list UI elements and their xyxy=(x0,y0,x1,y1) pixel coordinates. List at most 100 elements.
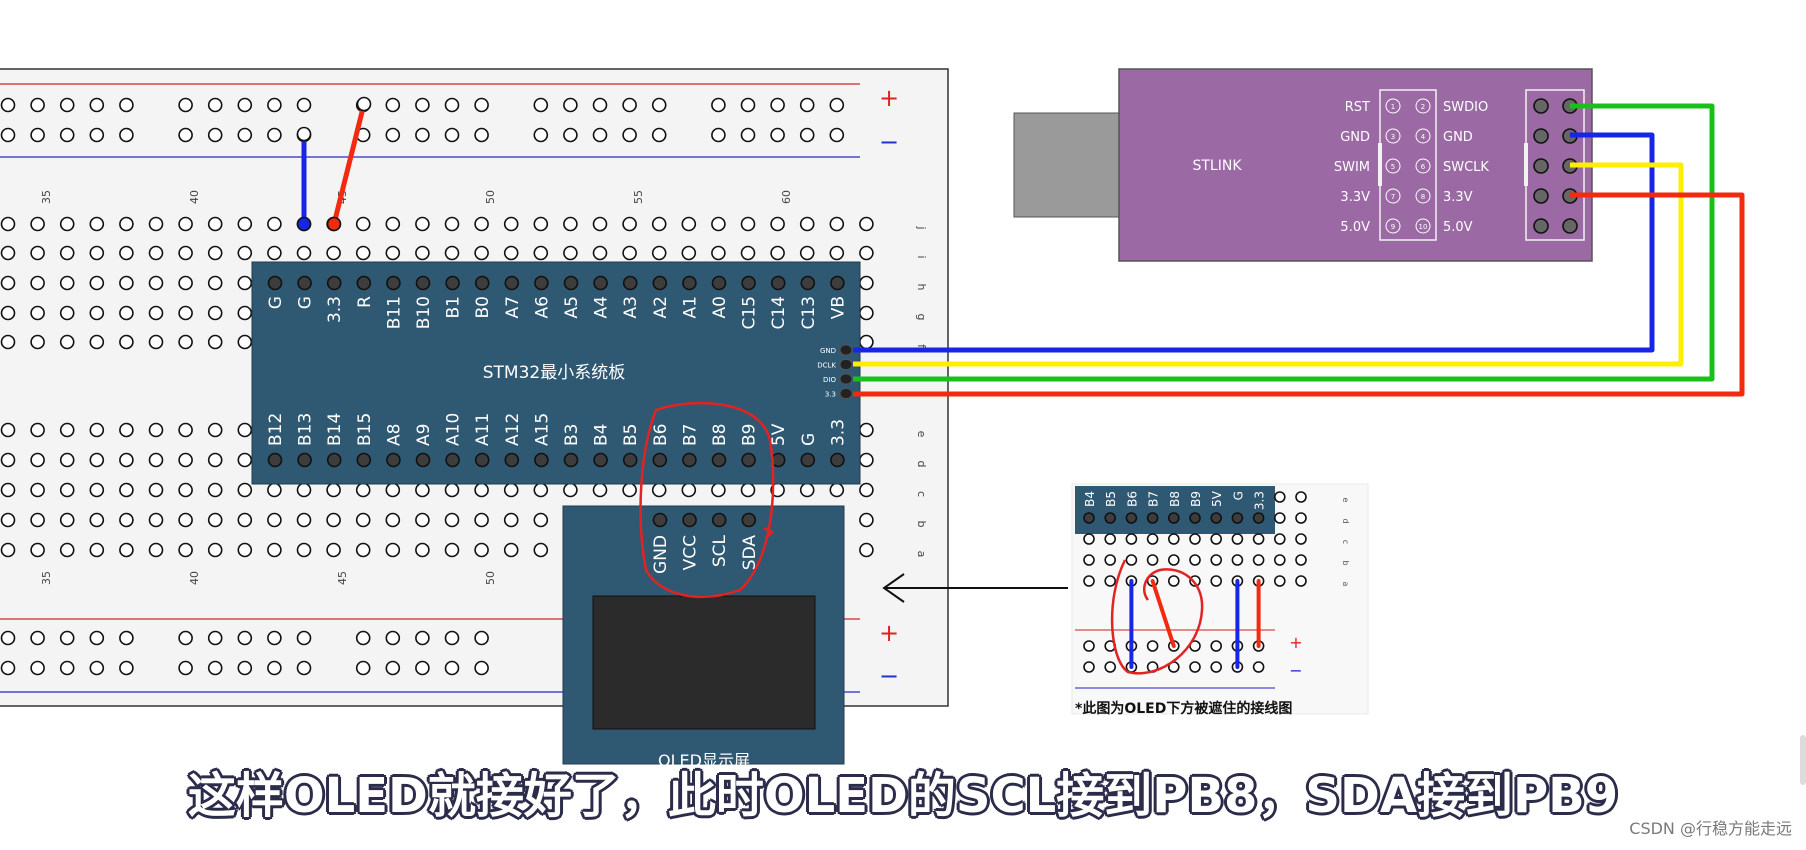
grid-hole xyxy=(444,512,460,528)
stlink-pin-number: 6 xyxy=(1421,163,1426,171)
gnd-swd-wire xyxy=(853,132,1655,353)
rail-hole xyxy=(385,630,401,646)
stlink-left-pin-label: 5.0V xyxy=(1340,220,1370,235)
inset-hole xyxy=(1295,575,1307,587)
stlink-header-pin xyxy=(1533,98,1549,114)
grid-hole xyxy=(148,275,164,291)
grid-hole xyxy=(30,512,45,528)
grid-hole xyxy=(178,542,193,558)
stm32-board-body xyxy=(251,261,861,485)
stm32-bottom-pin-hole xyxy=(741,452,756,468)
grid-hole xyxy=(89,216,105,232)
grid-hole xyxy=(474,482,489,498)
grid-hole xyxy=(0,275,16,291)
stlink-pin-number: 8 xyxy=(1421,193,1425,201)
grid-hole xyxy=(30,334,45,350)
inset-hole xyxy=(1210,554,1222,566)
grid-hole xyxy=(0,482,16,498)
column-number-label: 50 xyxy=(484,571,497,585)
inset-hole xyxy=(1295,554,1307,566)
bottom-minus-label: − xyxy=(879,662,899,690)
stm32-top-pin-label: G xyxy=(266,296,286,309)
grid-hole xyxy=(859,422,874,438)
stlink-header-pin xyxy=(1533,158,1549,174)
grid-hole xyxy=(859,482,874,498)
inset-hole xyxy=(1189,554,1201,566)
grid-hole xyxy=(829,245,845,261)
rail-hole xyxy=(651,127,667,143)
grid-hole xyxy=(30,275,45,291)
grid-hole xyxy=(622,216,637,232)
grid-hole xyxy=(0,542,16,558)
stlink-pin-ring xyxy=(1385,128,1401,144)
grid-hole xyxy=(178,275,193,291)
grid-hole xyxy=(355,542,371,558)
inset-rail-hole xyxy=(1146,640,1159,652)
row-letter-label: c xyxy=(915,491,928,497)
rail-hole xyxy=(30,630,45,646)
grid-hole xyxy=(237,216,253,232)
inset-pin-hole xyxy=(1146,512,1159,524)
rail-hole xyxy=(829,97,845,113)
rail-hole xyxy=(178,97,193,113)
stm32-top-pin-hole xyxy=(297,275,312,291)
oled-pin-hole xyxy=(711,512,727,528)
column-number-label: 35 xyxy=(40,571,53,585)
row-letter-label: j xyxy=(915,225,928,229)
stm32-top-pin-label: VB xyxy=(828,296,848,319)
rail-hole xyxy=(89,630,105,646)
oled-pin-hole xyxy=(652,512,668,528)
top-minus-label: − xyxy=(879,128,899,156)
grid-hole xyxy=(237,452,253,468)
wire-end xyxy=(326,216,342,232)
stm32-bottom-pin-hole xyxy=(622,452,638,468)
vcc-jumper-wire xyxy=(331,101,367,227)
grid-hole xyxy=(415,216,430,232)
inset-rail-hole xyxy=(1210,640,1222,652)
stlink-left-pin-label: GND xyxy=(1340,130,1370,145)
stm32-bottom-pin-hole xyxy=(504,452,520,468)
inset-hole xyxy=(1295,512,1307,524)
rail-hole xyxy=(385,660,401,676)
grid-hole xyxy=(326,482,341,498)
grid-hole xyxy=(237,305,253,321)
inset-hole xyxy=(1125,533,1138,545)
stm32-top-pin-hole xyxy=(356,275,372,291)
rail-hole xyxy=(533,97,549,113)
rail-hole xyxy=(178,127,193,143)
swd-pin xyxy=(839,344,853,356)
grid-hole xyxy=(30,216,45,232)
stm32-top-pin-label: A3 xyxy=(621,296,641,318)
inset-pin-hole xyxy=(1252,512,1265,524)
stm32-top-pin-label: A5 xyxy=(562,296,582,318)
stm32-top-pin-label: A0 xyxy=(710,296,730,318)
oled-pin-hole xyxy=(741,512,757,528)
stlink-pin-number: 10 xyxy=(1419,223,1428,231)
stlink-pin-number: 3 xyxy=(1391,133,1395,141)
grid-hole xyxy=(326,245,341,261)
stm32-bottom-pin-label: B4 xyxy=(592,424,612,446)
rail-hole xyxy=(178,630,193,646)
grid-hole xyxy=(0,245,16,261)
grid-hole xyxy=(533,245,549,261)
grid-hole xyxy=(0,216,16,232)
grid-hole xyxy=(267,482,282,498)
stlink-header-pin xyxy=(1533,128,1549,144)
grid-hole xyxy=(415,482,430,498)
stm32-top-pin-hole xyxy=(474,275,490,291)
grid-hole xyxy=(59,216,75,232)
grid-hole xyxy=(592,482,608,498)
rail-hole xyxy=(711,97,726,113)
rail-hole xyxy=(296,97,312,113)
rail-hole xyxy=(355,660,371,676)
grid-hole xyxy=(296,245,312,261)
inset-rail-hole xyxy=(1083,640,1095,652)
rail-hole xyxy=(385,97,401,113)
oled-pin-label: GND xyxy=(651,535,671,574)
grid-hole xyxy=(89,482,105,498)
stm32-top-pin-hole xyxy=(267,275,283,291)
row-letter-label: d xyxy=(915,461,928,468)
